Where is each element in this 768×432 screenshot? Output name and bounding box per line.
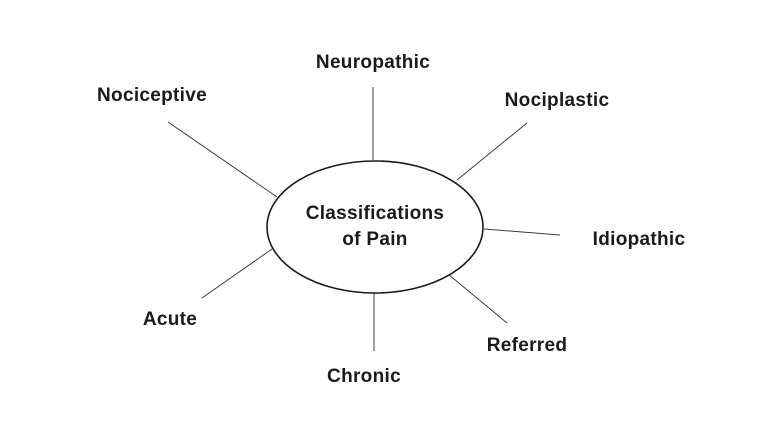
node-label-chronic: Chronic (327, 366, 401, 387)
center-ellipse (266, 160, 484, 294)
spoke-nociplastic (456, 122, 528, 181)
node-label-nociplastic: Nociplastic (504, 90, 610, 111)
center-title-line1: Classifications (305, 203, 445, 224)
center-node-title: Classifications of Pain (306, 201, 445, 253)
node-label-nociceptive: Nociceptive (97, 85, 207, 106)
node-label-acute: Acute (142, 309, 198, 330)
spoke-acute (201, 248, 273, 299)
node-label-neuropathic: Neuropathic (315, 52, 431, 73)
center-title-line2: of Pain (342, 229, 408, 250)
node-label-idiopathic: Idiopathic (592, 229, 686, 250)
spoke-idiopathic (483, 228, 561, 236)
spoke-nociceptive (167, 121, 278, 198)
spoke-referred (447, 273, 508, 324)
node-label-referred: Referred (486, 335, 568, 356)
